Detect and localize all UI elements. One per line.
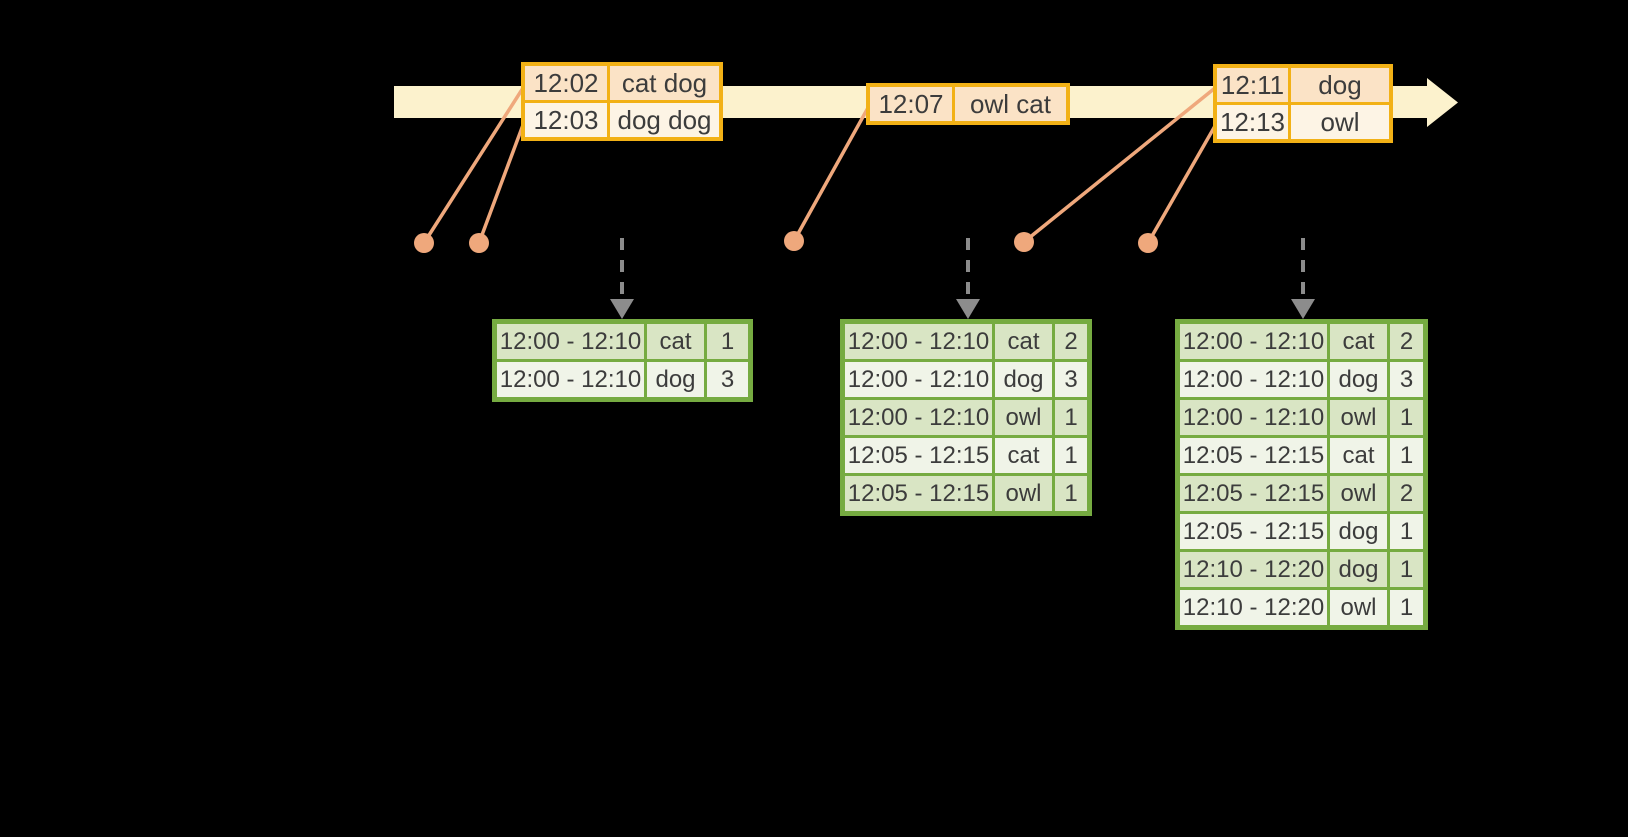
window-cell: 12:00 - 12:10: [1180, 400, 1327, 435]
count-cell: 1: [1390, 514, 1423, 549]
word-cell: dog: [647, 362, 704, 397]
event-leader-line: [792, 105, 871, 242]
words-cell: dog: [1291, 68, 1389, 102]
window-cell: 12:00 - 12:10: [497, 362, 644, 397]
count-cell: 1: [1390, 400, 1423, 435]
word-cell: cat: [1330, 438, 1387, 473]
word-cell: owl: [995, 400, 1052, 435]
window-cell: 12:05 - 12:15: [1180, 438, 1327, 473]
time-cell: 12:07: [870, 87, 952, 121]
count-cell: 1: [1390, 552, 1423, 587]
words-cell: cat dog: [610, 66, 719, 100]
count-cell: 1: [1390, 438, 1423, 473]
window-cell: 12:00 - 12:10: [1180, 324, 1327, 359]
word-cell: owl: [995, 476, 1052, 511]
word-cell: cat: [647, 324, 704, 359]
trigger-arrow-icon: [956, 238, 980, 319]
event-leader-line: [422, 87, 525, 244]
count-cell: 3: [1390, 362, 1423, 397]
word-cell: dog: [1330, 362, 1387, 397]
word-cell: cat: [995, 324, 1052, 359]
window-cell: 12:05 - 12:15: [1180, 514, 1327, 549]
count-cell: 1: [1055, 476, 1087, 511]
window-cell: 12:00 - 12:10: [845, 324, 992, 359]
window-cell: 12:10 - 12:20: [1180, 552, 1327, 587]
window-cell: 12:00 - 12:10: [497, 324, 644, 359]
event-time-dot: [414, 233, 434, 253]
time-cell: 12:03: [525, 103, 607, 137]
time-cell: 12:13: [1217, 105, 1288, 139]
word-cell: dog: [1330, 552, 1387, 587]
event-time-dot: [1014, 232, 1034, 252]
time-cell: 12:11: [1217, 68, 1288, 102]
window-cell: 12:05 - 12:15: [845, 476, 992, 511]
event-leader-line: [1022, 86, 1217, 244]
window-cell: 12:00 - 12:10: [1180, 362, 1327, 397]
words-cell: dog dog: [610, 103, 719, 137]
word-cell: dog: [995, 362, 1052, 397]
window-cell: 12:00 - 12:10: [845, 400, 992, 435]
event-leader-line: [1146, 125, 1217, 244]
words-cell: owl: [1291, 105, 1389, 139]
count-cell: 1: [1390, 590, 1423, 625]
window-cell: 12:10 - 12:20: [1180, 590, 1327, 625]
time-cell: 12:02: [525, 66, 607, 100]
trigger-arrow-icon: [610, 238, 634, 319]
count-cell: 2: [1390, 324, 1423, 359]
event-time-dot: [784, 231, 804, 251]
count-cell: 2: [1055, 324, 1087, 359]
count-cell: 1: [707, 324, 748, 359]
event-leader-line: [477, 124, 525, 244]
event-time-dot: [1138, 233, 1158, 253]
word-cell: owl: [1330, 476, 1387, 511]
word-cell: dog: [1330, 514, 1387, 549]
word-cell: owl: [1330, 400, 1387, 435]
count-cell: 2: [1390, 476, 1423, 511]
window-cell: 12:05 - 12:15: [1180, 476, 1327, 511]
event-time-dot: [469, 233, 489, 253]
window-cell: 12:00 - 12:10: [845, 362, 992, 397]
trigger-arrow-icon: [1291, 238, 1315, 319]
count-cell: 3: [707, 362, 748, 397]
words-cell: owl cat: [955, 87, 1066, 121]
count-cell: 1: [1055, 400, 1087, 435]
word-cell: cat: [995, 438, 1052, 473]
window-cell: 12:05 - 12:15: [845, 438, 992, 473]
word-cell: owl: [1330, 590, 1387, 625]
count-cell: 3: [1055, 362, 1087, 397]
count-cell: 1: [1055, 438, 1087, 473]
word-cell: cat: [1330, 324, 1387, 359]
